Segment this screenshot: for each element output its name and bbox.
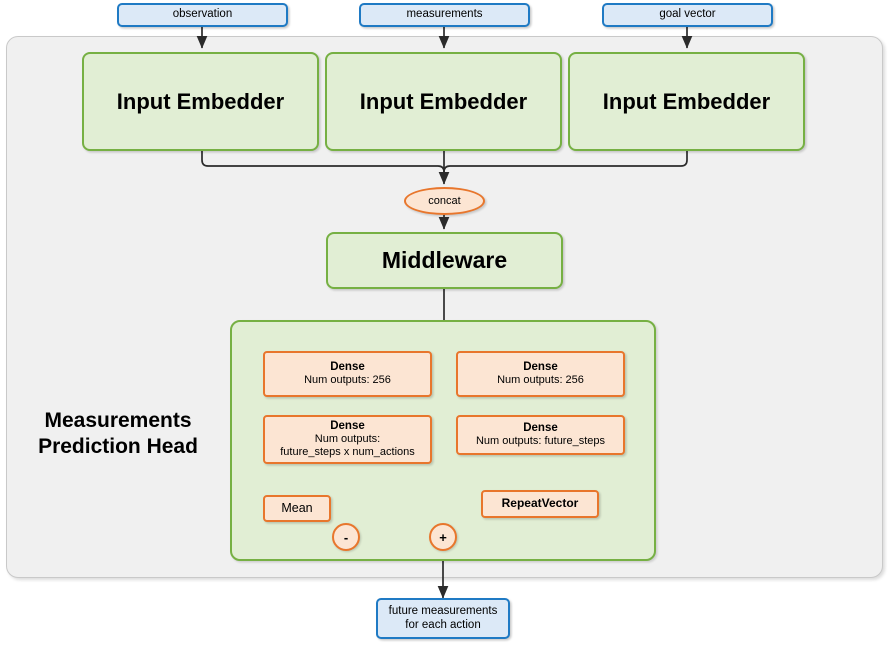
dense-left-1-sub: Num outputs: 256 (304, 374, 391, 387)
dense-right-2[interactable]: Dense Num outputs: future_steps (456, 415, 625, 455)
add-operator-label: + (439, 529, 447, 545)
input-embedder-3[interactable]: Input Embedder (568, 52, 805, 151)
output-label-line2: for each action (405, 618, 481, 631)
input-label-measurements: measurements (406, 8, 483, 21)
mean-node[interactable]: Mean (263, 495, 331, 522)
mean-label: Mean (281, 501, 313, 516)
input-label-goal-vector: goal vector (659, 8, 716, 21)
output-label-line1: future measurements (388, 605, 498, 618)
concat-label: concat (428, 195, 461, 207)
dense-left-2-sub-line2: future_steps x num_actions (280, 446, 415, 459)
repeat-vector-node[interactable]: RepeatVector (481, 490, 599, 518)
output-box[interactable]: future measurements for each action (376, 598, 510, 639)
head-group-label: Measurements Prediction Head (18, 408, 218, 461)
dense-left-2[interactable]: Dense Num outputs: future_steps x num_ac… (263, 415, 432, 464)
input-embedder-2-label: Input Embedder (359, 88, 528, 114)
add-operator[interactable]: + (429, 523, 457, 551)
dense-left-1-title: Dense (330, 361, 365, 374)
input-embedder-2[interactable]: Input Embedder (325, 52, 562, 151)
middleware-label: Middleware (381, 247, 508, 274)
input-box-measurements[interactable]: measurements (359, 3, 530, 27)
dense-right-1[interactable]: Dense Num outputs: 256 (456, 351, 625, 397)
dense-left-1[interactable]: Dense Num outputs: 256 (263, 351, 432, 397)
head-group-label-line2: Prediction Head (38, 435, 198, 459)
input-box-goal-vector[interactable]: goal vector (602, 3, 773, 27)
dense-right-1-title: Dense (523, 361, 558, 374)
middleware-node[interactable]: Middleware (326, 232, 563, 289)
input-embedder-1[interactable]: Input Embedder (82, 52, 319, 151)
dense-right-2-sub: Num outputs: future_steps (475, 435, 605, 448)
input-box-observation[interactable]: observation (117, 3, 288, 27)
dense-left-2-title: Dense (330, 420, 365, 433)
dense-left-2-sub-line1: Num outputs: (314, 433, 381, 446)
subtract-operator[interactable]: - (332, 523, 360, 551)
dense-right-1-sub: Num outputs: 256 (497, 374, 584, 387)
subtract-operator-label: - (343, 529, 349, 545)
dense-right-2-title: Dense (523, 422, 558, 435)
head-group-label-line1: Measurements (44, 409, 192, 432)
input-embedder-1-label: Input Embedder (116, 88, 285, 114)
concat-node[interactable]: concat (404, 187, 485, 215)
repeat-vector-label: RepeatVector (501, 496, 579, 511)
input-label-observation: observation (172, 8, 233, 21)
input-embedder-3-label: Input Embedder (602, 88, 771, 114)
